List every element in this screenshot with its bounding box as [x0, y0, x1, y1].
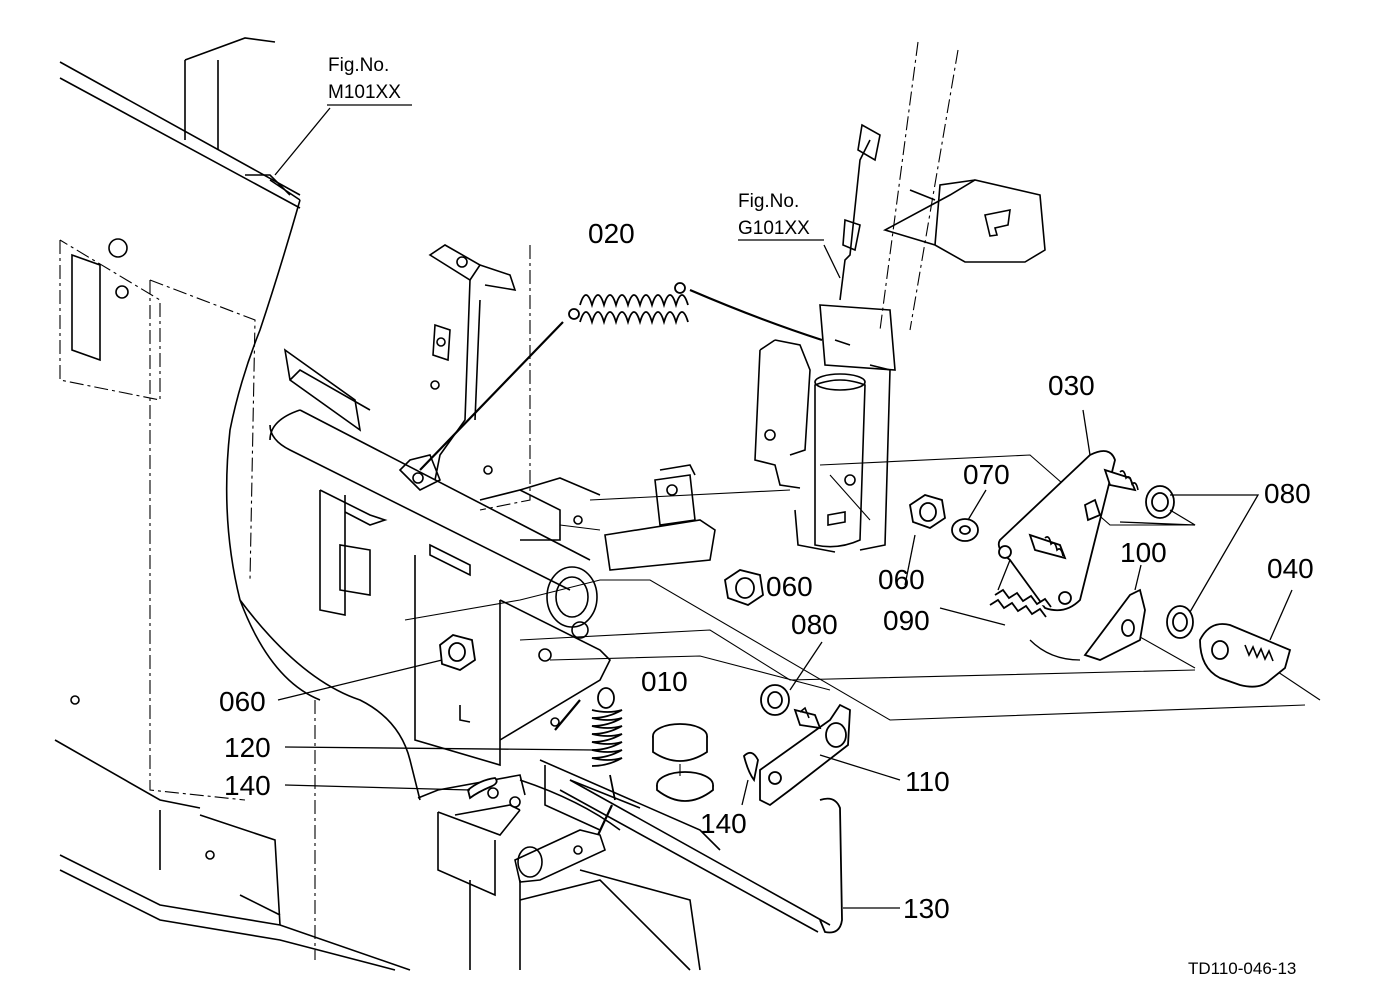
nut-060-center — [724, 569, 764, 606]
spring-120 — [554, 687, 623, 836]
callout-060-left[interactable]: 060 — [219, 686, 266, 717]
callout-080-center[interactable]: 080 — [791, 609, 838, 640]
callout-120[interactable]: 120 — [224, 732, 271, 763]
callout-020[interactable]: 020 — [588, 218, 635, 249]
bracket-110 — [759, 703, 851, 807]
callout-110[interactable]: 110 — [905, 766, 950, 797]
callout-070[interactable]: 070 — [963, 459, 1010, 490]
callout-090[interactable]: 090 — [883, 605, 930, 636]
arm-plate-030 — [997, 450, 1139, 612]
fig-ref-m101xx[interactable]: Fig.No. M101XX — [328, 55, 401, 103]
callout-040[interactable]: 040 — [1267, 553, 1314, 584]
callout-140-right[interactable]: 140 — [700, 808, 747, 839]
callout-030[interactable]: 030 — [1048, 370, 1095, 401]
fig-ref-m101xx-line1: Fig.No. — [328, 55, 389, 76]
pedal-lower-bracket — [417, 759, 721, 897]
callout-140-left[interactable]: 140 — [224, 770, 271, 801]
drawing-code: TD110-046-13 — [1188, 959, 1296, 978]
chassis-outline — [54, 37, 701, 971]
callout-080-top[interactable]: 080 — [1264, 478, 1311, 509]
leader-lines — [274, 104, 1293, 909]
steering-column-assembly — [754, 41, 1046, 553]
nut-060-left — [439, 634, 476, 671]
washer-070 — [951, 518, 979, 542]
nut-060-right — [909, 494, 946, 529]
callout-130[interactable]: 130 — [903, 893, 950, 924]
ratchet-040 — [1199, 623, 1292, 688]
fig-ref-g101xx-line2: G101XX — [738, 218, 810, 239]
callout-060-right[interactable]: 060 — [878, 564, 925, 595]
spring-090 — [989, 559, 1081, 661]
callout-100[interactable]: 100 — [1120, 537, 1167, 568]
washer-080-top — [1145, 485, 1175, 519]
washer-080-center — [760, 684, 790, 716]
washer-080-right — [1166, 605, 1194, 639]
fig-ref-g101xx[interactable]: Fig.No. G101XX — [738, 191, 810, 239]
pedal-bracket-assembly — [269, 244, 716, 767]
cap-010 — [652, 723, 714, 802]
part-callouts: 020 030 070 080 100 040 060 060 090 080 … — [219, 218, 1314, 924]
callout-010[interactable]: 010 — [641, 666, 688, 697]
fig-ref-m101xx-line2: M101XX — [328, 82, 401, 103]
fig-ref-g101xx-line1: Fig.No. — [738, 191, 799, 212]
cotter-pin-140-right — [743, 751, 759, 783]
cotter-pin-140-left — [466, 777, 498, 800]
rod-130 — [559, 779, 843, 934]
callout-060-center[interactable]: 060 — [766, 571, 813, 602]
spring-020 — [419, 282, 823, 471]
lever-100 — [1083, 588, 1146, 661]
